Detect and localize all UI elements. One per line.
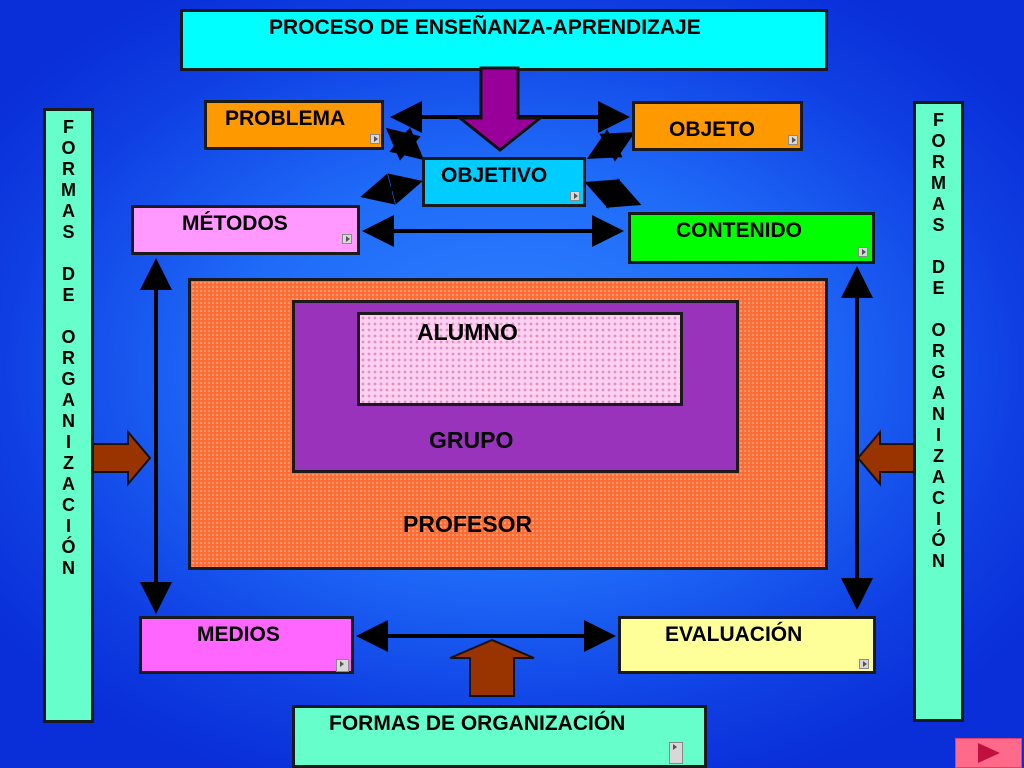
node-medios[interactable]: MEDIOS bbox=[139, 616, 354, 674]
side-letter: S bbox=[932, 215, 945, 235]
side-letter: D bbox=[932, 257, 945, 277]
side-letter: A bbox=[62, 201, 75, 221]
double-arrow-icon bbox=[360, 173, 423, 205]
side-letter: E bbox=[932, 278, 945, 298]
side-letter: R bbox=[932, 152, 945, 172]
side-letter: O bbox=[61, 138, 76, 158]
node-label: MEDIOS bbox=[197, 623, 280, 646]
block-arrow-icon bbox=[455, 66, 545, 152]
side-letter: N bbox=[62, 558, 75, 578]
side-letter: G bbox=[61, 369, 76, 389]
side-letter: I bbox=[935, 425, 941, 445]
block-arrow-icon bbox=[92, 429, 152, 487]
node-contenido[interactable]: CONTENIDO bbox=[628, 212, 875, 264]
side-letter: A bbox=[62, 390, 75, 410]
side-letter: I bbox=[65, 516, 71, 536]
play-button-icon[interactable] bbox=[669, 742, 683, 764]
node-label: OBJETO bbox=[669, 118, 755, 141]
alumno-area: ALUMNO bbox=[357, 312, 683, 406]
play-button-icon[interactable] bbox=[336, 659, 349, 672]
node-formas-organizacion[interactable]: FORMAS DE ORGANIZACIÓN bbox=[292, 705, 707, 768]
page-title: PROCESO DE ENSEÑANZA-APRENDIZAJE bbox=[269, 16, 701, 39]
side-letter: Z bbox=[63, 453, 74, 473]
title-box: PROCESO DE ENSEÑANZA-APRENDIZAJE bbox=[180, 9, 828, 71]
side-letter: C bbox=[932, 488, 945, 508]
play-button-icon[interactable] bbox=[570, 191, 580, 201]
side-letter: Ó bbox=[931, 530, 946, 550]
side-letter: S bbox=[62, 222, 75, 242]
side-letter: Ó bbox=[61, 537, 76, 557]
alumno-label: ALUMNO bbox=[417, 319, 518, 345]
side-letter: R bbox=[62, 159, 75, 179]
block-arrow-icon bbox=[856, 429, 916, 487]
play-button-icon[interactable] bbox=[788, 135, 798, 145]
side-letter: D bbox=[62, 264, 75, 284]
profesor-label: PROFESOR bbox=[403, 511, 533, 537]
node-label: PROBLEMA bbox=[225, 107, 346, 130]
side-letter: F bbox=[63, 117, 74, 137]
side-letter: E bbox=[62, 285, 75, 305]
side-letter: M bbox=[61, 180, 76, 200]
node-problema[interactable]: PROBLEMA bbox=[204, 100, 384, 150]
side-letter: O bbox=[61, 327, 76, 347]
node-objetivo[interactable]: OBJETIVO bbox=[422, 157, 586, 207]
node-evaluacion[interactable]: EVALUACIÓN bbox=[618, 616, 876, 674]
node-objeto[interactable]: OBJETO bbox=[632, 101, 803, 151]
side-letter: N bbox=[932, 551, 945, 571]
play-button-icon[interactable] bbox=[370, 134, 380, 144]
grupo-label: GRUPO bbox=[429, 427, 514, 453]
side-letter: A bbox=[932, 383, 945, 403]
play-button-icon[interactable] bbox=[858, 247, 868, 257]
node-label: EVALUACIÓN bbox=[665, 623, 803, 646]
node-metodos[interactable]: MÉTODOS bbox=[131, 205, 360, 255]
next-slide-icon[interactable] bbox=[955, 738, 1022, 768]
side-letter: F bbox=[933, 110, 944, 130]
side-letter: N bbox=[932, 404, 945, 424]
side-letter: O bbox=[931, 131, 946, 151]
node-label: CONTENIDO bbox=[676, 219, 802, 242]
node-label: OBJETIVO bbox=[441, 164, 548, 187]
double-arrow-icon bbox=[584, 178, 642, 209]
double-arrow-icon bbox=[385, 127, 425, 161]
node-label: FORMAS DE ORGANIZACIÓN bbox=[329, 712, 626, 735]
play-button-icon[interactable] bbox=[342, 234, 352, 244]
left-formas-organizacion: F O R M A S D E O R G A N I Z A C I Ó N bbox=[43, 108, 94, 723]
side-letter: G bbox=[931, 362, 946, 382]
side-letter: O bbox=[931, 320, 946, 340]
right-formas-organizacion: F O R M A S D E O R G A N I Z A C I Ó N bbox=[913, 101, 964, 722]
node-label: MÉTODOS bbox=[182, 212, 288, 235]
side-letter: R bbox=[932, 341, 945, 361]
side-letter: I bbox=[65, 432, 71, 452]
side-letter: C bbox=[62, 495, 75, 515]
side-letter: R bbox=[62, 348, 75, 368]
double-arrow-icon bbox=[587, 129, 635, 162]
side-letter: Z bbox=[933, 446, 944, 466]
block-arrow-icon bbox=[449, 638, 535, 697]
side-letter: I bbox=[935, 509, 941, 529]
play-button-icon[interactable] bbox=[859, 659, 869, 669]
side-letter: N bbox=[62, 411, 75, 431]
side-letter: A bbox=[932, 467, 945, 487]
side-letter: A bbox=[62, 474, 75, 494]
side-letter: M bbox=[931, 173, 946, 193]
side-letter: A bbox=[932, 194, 945, 214]
